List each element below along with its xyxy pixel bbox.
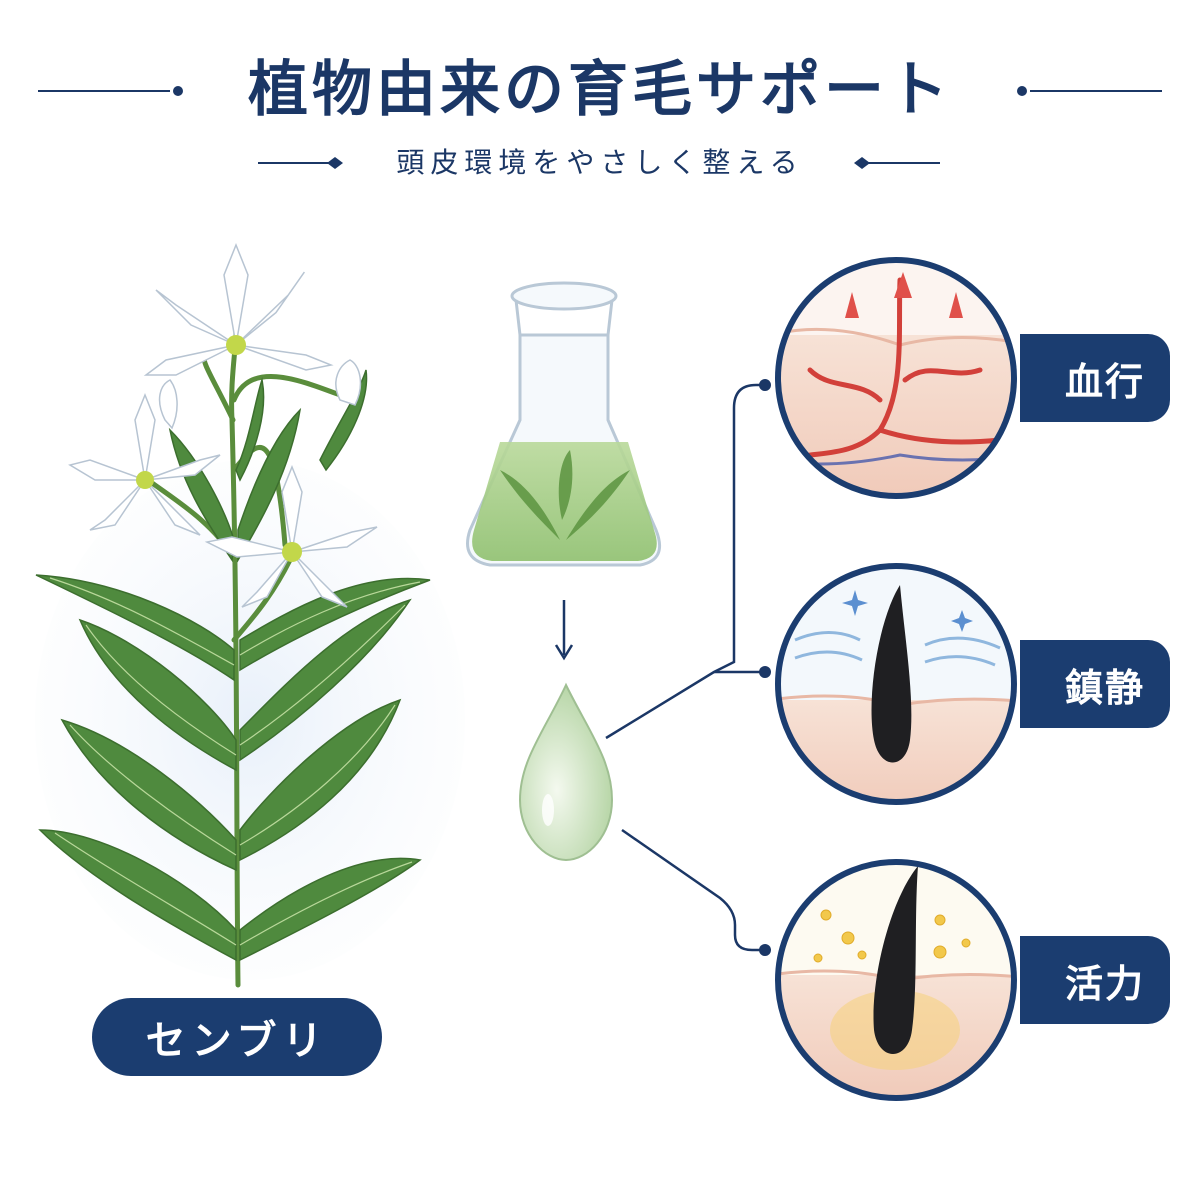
- effect-circle-blood-flow: [775, 257, 1017, 499]
- plant-label-badge: センブリ: [92, 998, 382, 1076]
- senburi-plant-illustration: [35, 242, 431, 988]
- effect-label-blood-flow: 血行: [1020, 334, 1170, 422]
- title-row: 植物由来の育毛サポート: [0, 55, 1200, 125]
- page-title: 植物由来の育毛サポート: [248, 55, 952, 125]
- effect-circle-vitality: [775, 859, 1017, 1101]
- effect-label-vitality: 活力: [1020, 936, 1170, 1024]
- effect-label-soothing: 鎮静: [1020, 640, 1170, 728]
- extract-droplet: [518, 682, 614, 862]
- flask-illustration: [466, 281, 661, 661]
- subtitle-rule: [258, 157, 940, 169]
- title-rule: [38, 86, 1162, 96]
- effect-circle-soothing: [775, 563, 1017, 805]
- page-subtitle: 頭皮環境をやさしく整える: [396, 146, 804, 179]
